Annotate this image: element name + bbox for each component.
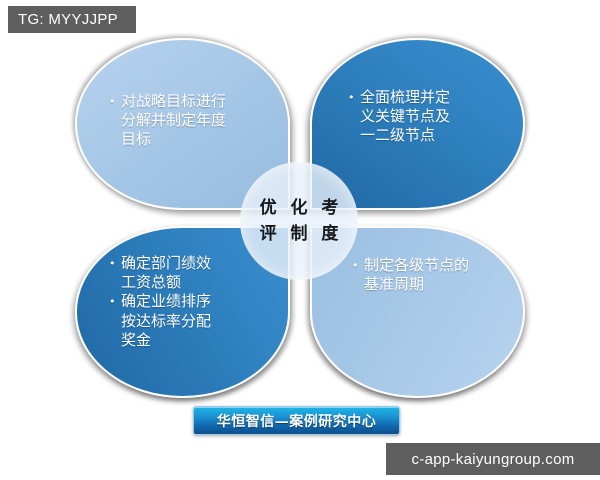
- petal-top-right[interactable]: • 全面梳理并定 义关键节点及 一二级节点: [310, 38, 525, 210]
- bullet-item: • 全面梳理并定 义关键节点及 一二级节点: [348, 88, 508, 146]
- bullet-line: 目标: [121, 130, 152, 149]
- center-label: 优 化 考 评 制 度: [240, 162, 358, 280]
- petal-bottom-left-content: • 确定部门绩效 工资总额 • 确定业绩排序 按达标率分配 奖金: [109, 254, 274, 350]
- source-banner-text: 华恒智信—案例研究中心: [216, 413, 377, 430]
- bullet-line: 按达标率分配: [121, 311, 212, 330]
- bullet-dot-icon: •: [109, 295, 116, 309]
- bullet-line: 义关键节点及: [360, 107, 451, 126]
- bullet-item: • 确定部门绩效 工资总额: [109, 254, 274, 292]
- bullet-line: 基准周期: [364, 275, 425, 294]
- bullet-line: 对战略目标进行: [121, 92, 227, 110]
- bullet-dot-icon: •: [352, 259, 359, 272]
- bullet-item: • 确定业绩排序 按达标率分配 奖金: [109, 292, 274, 350]
- bullet-line: 确定业绩排序: [121, 292, 212, 311]
- petal-top-left-content: • 对战略目标进行 分解并制定年度 目标: [109, 92, 269, 150]
- center-label-line-2: 评 制 度: [259, 224, 343, 244]
- bullet-line: 工资总额: [121, 273, 182, 292]
- four-petal-diagram: • 对战略目标进行 分解并制定年度 目标 • 全面梳理并定 义关键节点及: [75, 38, 525, 398]
- petal-top-left[interactable]: • 对战略目标进行 分解并制定年度 目标: [75, 38, 290, 210]
- bullet-text: 确定部门绩效 工资总额: [121, 254, 274, 292]
- bullet-dot-icon: •: [109, 95, 116, 108]
- bullet-text: 确定业绩排序 按达标率分配 奖金: [121, 292, 274, 350]
- bullet-line: 制定各级节点的: [364, 256, 470, 274]
- bullet-text: 对战略目标进行 分解并制定年度 目标: [121, 92, 269, 150]
- bullet-line: 奖金: [121, 330, 152, 349]
- bullet-dot-icon: •: [109, 257, 116, 270]
- source-banner: 华恒智信—案例研究中心: [193, 406, 400, 435]
- petal-top-right-content: • 全面梳理并定 义关键节点及 一二级节点: [348, 88, 508, 146]
- bullet-item: • 对战略目标进行 分解并制定年度 目标: [109, 92, 269, 150]
- watermark-bottom-right: c-app-kaiyungroup.com: [386, 443, 600, 475]
- bullet-line: 全面梳理并定: [360, 88, 451, 106]
- bullet-line: 分解并制定年度: [121, 111, 227, 130]
- bullet-line: 一二级节点: [360, 126, 436, 145]
- bullet-dot-icon: •: [348, 91, 355, 104]
- center-label-line-1: 优 化 考: [259, 197, 343, 218]
- bullet-item: • 制定各级节点的 基准周期: [352, 256, 512, 294]
- petal-bottom-right-content: • 制定各级节点的 基准周期: [352, 256, 512, 294]
- bullet-text: 制定各级节点的 基准周期: [364, 256, 512, 294]
- watermark-top-left: TG: MYYJJPP: [8, 6, 136, 33]
- bullet-text: 全面梳理并定 义关键节点及 一二级节点: [360, 88, 508, 146]
- bullet-line: 确定部门绩效: [121, 254, 212, 272]
